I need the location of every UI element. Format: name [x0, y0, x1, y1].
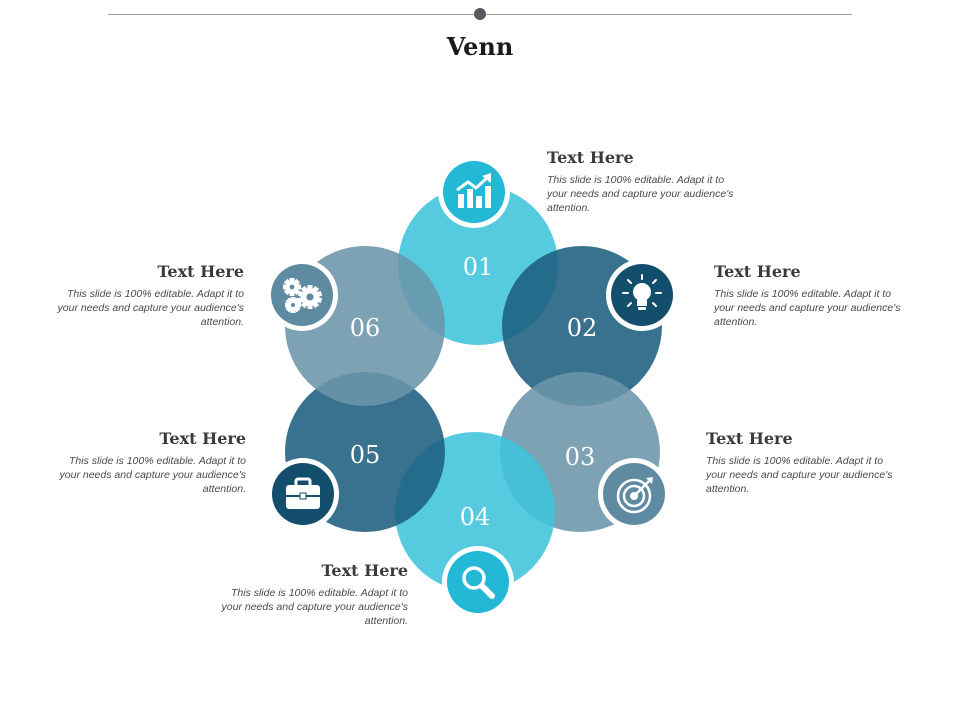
text-block-body: This slide is 100% editable. Adapt it to… [221, 587, 408, 627]
lightbulb-icon [622, 274, 662, 310]
text-block-heading: Text Here [321, 561, 408, 580]
text-block-body: This slide is 100% editable. Adapt it to… [547, 174, 734, 214]
circle-number-04: 04 [460, 503, 491, 531]
text-block-heading: Text Here [706, 429, 793, 448]
text-block-body: This slide is 100% editable. Adapt it to… [706, 455, 893, 495]
text-block-03: Text Here This slide is 100% editable. A… [706, 429, 896, 496]
magnifier-icon [462, 566, 495, 599]
briefcase-icon [286, 477, 320, 509]
circle-number-03: 03 [565, 443, 596, 471]
top-rule-dot [474, 8, 486, 20]
gears-icon [283, 278, 323, 313]
text-block-heading: Text Here [159, 429, 246, 448]
circle-number-05: 05 [350, 441, 381, 469]
text-block-body: This slide is 100% editable. Adapt it to… [59, 455, 246, 495]
text-block-06: Text Here This slide is 100% editable. A… [54, 262, 244, 329]
text-block-heading: Text Here [547, 148, 634, 167]
text-block-body: This slide is 100% editable. Adapt it to… [714, 288, 901, 328]
top-rule-right [486, 14, 852, 15]
circle-number-06: 06 [350, 314, 381, 342]
page-title: Venn [446, 32, 514, 61]
icon-badge [443, 161, 505, 223]
text-block-02: Text Here This slide is 100% editable. A… [714, 262, 904, 329]
text-block-01: Text Here This slide is 100% editable. A… [547, 148, 737, 215]
icon-badge [447, 551, 509, 613]
growth-chart-icon [456, 173, 491, 208]
text-block-body: This slide is 100% editable. Adapt it to… [57, 288, 244, 328]
text-block-heading: Text Here [714, 262, 801, 281]
target-icon [616, 477, 653, 514]
text-block-05: Text Here This slide is 100% editable. A… [56, 429, 246, 496]
circle-number-02: 02 [567, 314, 598, 342]
circle-number-01: 01 [463, 253, 494, 281]
top-rule-left [108, 14, 474, 15]
text-block-heading: Text Here [157, 262, 244, 281]
text-block-04: Text Here This slide is 100% editable. A… [218, 561, 408, 628]
